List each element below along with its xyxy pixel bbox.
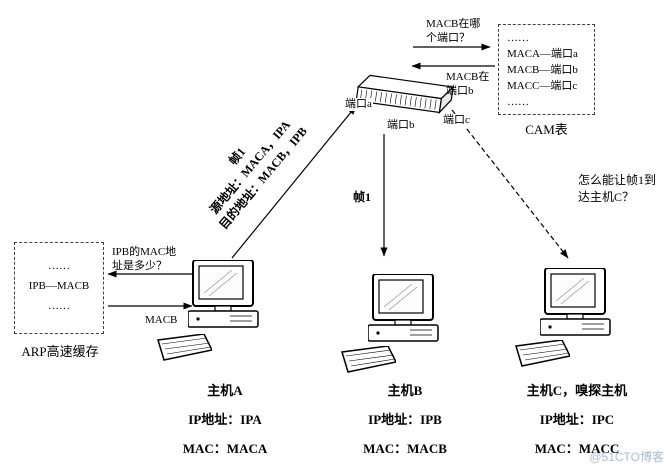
host-c-ip: IP地址：IPC	[539, 412, 615, 427]
port-c-label: 端口c	[442, 114, 471, 127]
host-b-keyboard-icon	[341, 346, 396, 373]
arp-query-label: IPB的MAC地 址是多少？	[112, 246, 177, 272]
sniff-arrow-switch-to-c	[451, 109, 569, 259]
host-c-computer-icon	[540, 268, 611, 336]
arp-cache-box: …… IPB—MACB ……	[14, 242, 104, 334]
host-c-mac: MAC：MACC	[534, 441, 620, 456]
arp-reply-label: MACB	[145, 314, 178, 326]
arp-cache-caption: ARP高速缓存	[21, 344, 99, 359]
cam-row: ……	[507, 96, 529, 108]
cam-row: MACA—端口a	[507, 48, 578, 60]
cam-row: MACB—端口b	[507, 64, 578, 76]
host-b-label: 主机B IP地址：IPB MAC：MACB	[330, 380, 480, 467]
port-a-label: 端口a	[344, 98, 373, 111]
cam-query-label: MACB在哪 个端口？	[426, 18, 481, 44]
host-a-ip: IP地址：IPA	[188, 412, 262, 427]
switch-icon	[355, 74, 455, 115]
host-b-ip: IP地址：IPB	[368, 412, 442, 427]
host-c-name: 主机C，嗅探主机	[526, 383, 628, 398]
host-c-keyboard-icon	[515, 340, 570, 367]
sniff-question: 怎么能让帧1到 达主机C？	[578, 173, 657, 204]
frame1-down-label: 帧1	[353, 190, 372, 204]
cam-row: MACC—端口c	[507, 80, 578, 92]
host-a-keyboard-icon	[157, 334, 212, 361]
cam-table-caption: CAM表	[525, 122, 568, 137]
cam-row: ……	[507, 32, 529, 44]
cam-table-box: …… MACA—端口a MACB—端口b MACC—端口c ……	[498, 24, 595, 115]
frame-arrow-a-to-switch	[231, 105, 357, 259]
watermark: @51CTO博客	[589, 450, 664, 464]
host-c-label: 主机C，嗅探主机 IP地址：IPC MAC：MACC	[487, 380, 667, 467]
host-a-mac: MAC：MACA	[182, 441, 268, 456]
host-a-name: 主机A	[207, 383, 243, 398]
host-b-name: 主机B	[387, 383, 423, 398]
arp-row: IPB—MACB	[28, 280, 90, 292]
port-b-label: 端口b	[386, 119, 416, 132]
host-a-label: 主机A IP地址：IPA MAC：MACA	[150, 380, 300, 467]
host-b-mac: MAC：MACB	[363, 441, 447, 456]
arp-row: ……	[48, 300, 70, 312]
host-b-computer-icon	[368, 274, 439, 342]
cam-reply-label: MACB在 端口b	[446, 71, 490, 97]
arp-row: ……	[48, 260, 70, 272]
